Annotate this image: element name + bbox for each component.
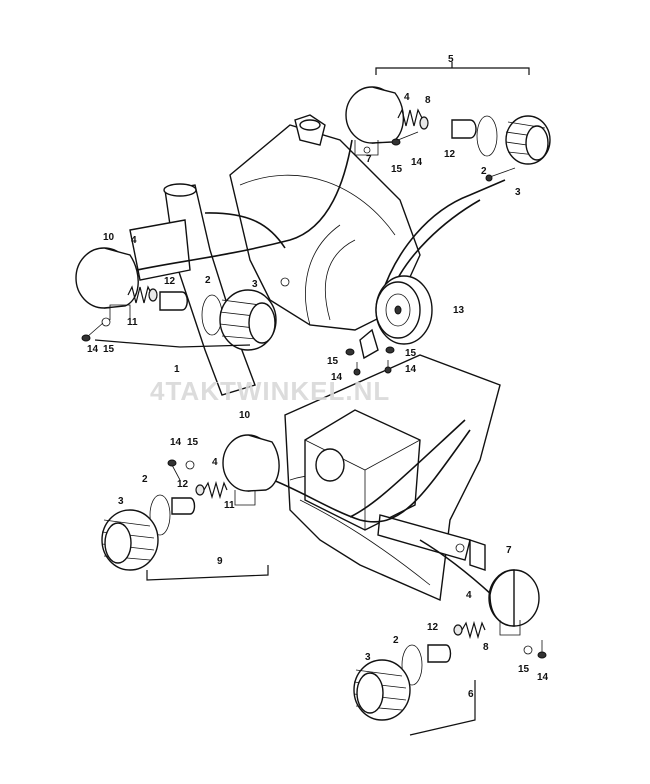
wiring-harness <box>127 139 506 596</box>
callout-labels-horn: 13 15 14 15 14 <box>327 305 465 383</box>
callout-14-horn-a: 14 <box>331 372 343 383</box>
callout-2-bottom-left: 2 <box>142 474 148 485</box>
callout-10-bottom: 10 <box>239 410 251 421</box>
turn-signal-top-right <box>345 62 551 182</box>
callout-7-bottom: 7 <box>506 545 512 556</box>
callout-13: 13 <box>453 305 465 316</box>
watermark-text: 4TAKTWINKEL.NL <box>150 376 390 406</box>
callout-1: 1 <box>174 364 180 375</box>
callout-9: 9 <box>217 556 223 567</box>
callout-6: 6 <box>468 689 474 700</box>
callout-labels-top-right: 5 4 8 7 15 14 12 2 3 <box>366 54 521 198</box>
callout-14-left: 14 <box>87 344 99 355</box>
callout-12-bottom-right: 12 <box>427 622 439 633</box>
callout-3-left: 3 <box>252 279 258 290</box>
turn-signal-left <box>75 247 277 351</box>
callout-8-bottom-right: 8 <box>483 642 489 653</box>
callout-14-horn-b: 14 <box>405 364 417 375</box>
callout-11-left: 11 <box>127 317 138 328</box>
horn <box>345 275 433 376</box>
callout-14-bottom-left: 14 <box>170 437 182 448</box>
callout-2-top: 2 <box>481 166 487 177</box>
callout-7-top: 7 <box>366 154 372 165</box>
callout-15-horn-b: 15 <box>405 348 417 359</box>
callout-12-top: 12 <box>444 149 456 160</box>
callout-15-left: 15 <box>103 344 115 355</box>
callout-4-left: 4 <box>131 235 137 246</box>
callout-labels-left: 10 4 2 12 3 11 14 15 1 <box>87 232 258 375</box>
callout-12-bottom-left: 12 <box>177 479 189 490</box>
callout-3-bottom-left: 3 <box>118 496 124 507</box>
callout-2-left: 2 <box>205 275 211 286</box>
callout-3-bottom-right: 3 <box>365 652 371 663</box>
callout-15-top: 15 <box>391 164 403 175</box>
callout-15-bottom-right: 15 <box>518 664 530 675</box>
callout-10-left: 10 <box>103 232 115 243</box>
callout-5: 5 <box>448 54 454 65</box>
callout-labels-bottom-right: 7 4 12 2 8 3 15 14 6 <box>365 545 549 700</box>
callout-4-top: 4 <box>404 92 410 103</box>
callout-15-horn-a: 15 <box>327 356 339 367</box>
turn-signal-bottom-right <box>353 569 547 736</box>
callout-8-top: 8 <box>425 95 431 106</box>
callout-14-top: 14 <box>411 157 423 168</box>
frame-assembly <box>129 114 501 602</box>
turn-signal-bottom-left <box>101 434 280 581</box>
callout-12-left: 12 <box>164 276 176 287</box>
callout-14-bottom-right: 14 <box>537 672 549 683</box>
callout-4-bottom-right: 4 <box>466 590 472 601</box>
callout-15-bottom-left: 15 <box>187 437 199 448</box>
callout-labels-bottom-left: 10 14 15 4 2 12 11 3 9 <box>118 410 251 567</box>
callout-11-bottom-left: 11 <box>224 500 235 511</box>
callout-4-bottom-left: 4 <box>212 457 218 468</box>
callout-2-bottom-right: 2 <box>393 635 399 646</box>
callout-3-top: 3 <box>515 187 521 198</box>
